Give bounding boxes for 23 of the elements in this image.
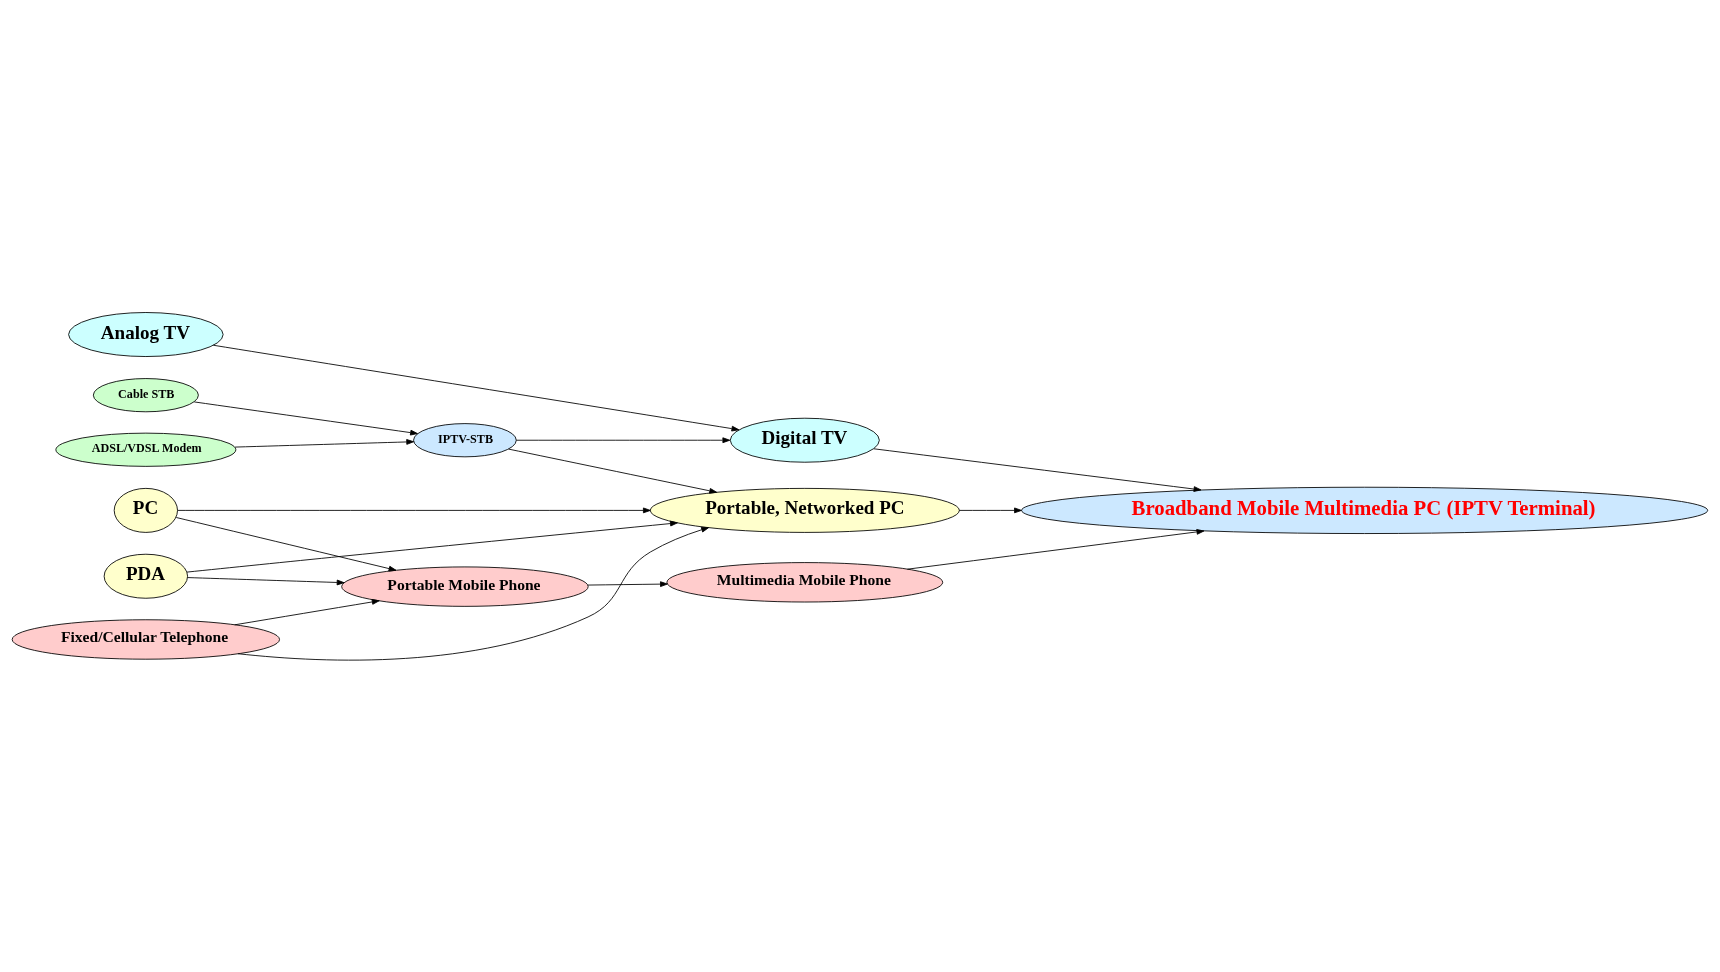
arrow [212,344,740,431]
arrow [175,516,397,571]
node-ellipse: Multimedia Mobile Phone [666,561,944,602]
arrow [906,528,1205,570]
node-ellipse: IPTV-STB [413,422,517,457]
arrow [958,507,1022,513]
arrow [177,507,651,513]
arrow [237,526,709,661]
arrow [873,447,1202,492]
arrow [234,438,415,448]
arrow [193,400,418,435]
node-ellipse: PC [113,487,178,533]
arrow [508,448,718,494]
node-ellipse: Cable STB [92,377,199,412]
arrow [186,520,678,572]
arrow [187,576,345,585]
node-ellipse: Analog TV [68,311,224,357]
arrow [234,598,380,625]
node-ellipse: Fixed/Cellular Telephone [11,618,280,660]
node-ellipse: PDA [103,553,189,599]
node-ellipse: ADSL/VDSL Modem [55,432,237,467]
arrow [587,580,668,587]
arrow [515,436,731,443]
